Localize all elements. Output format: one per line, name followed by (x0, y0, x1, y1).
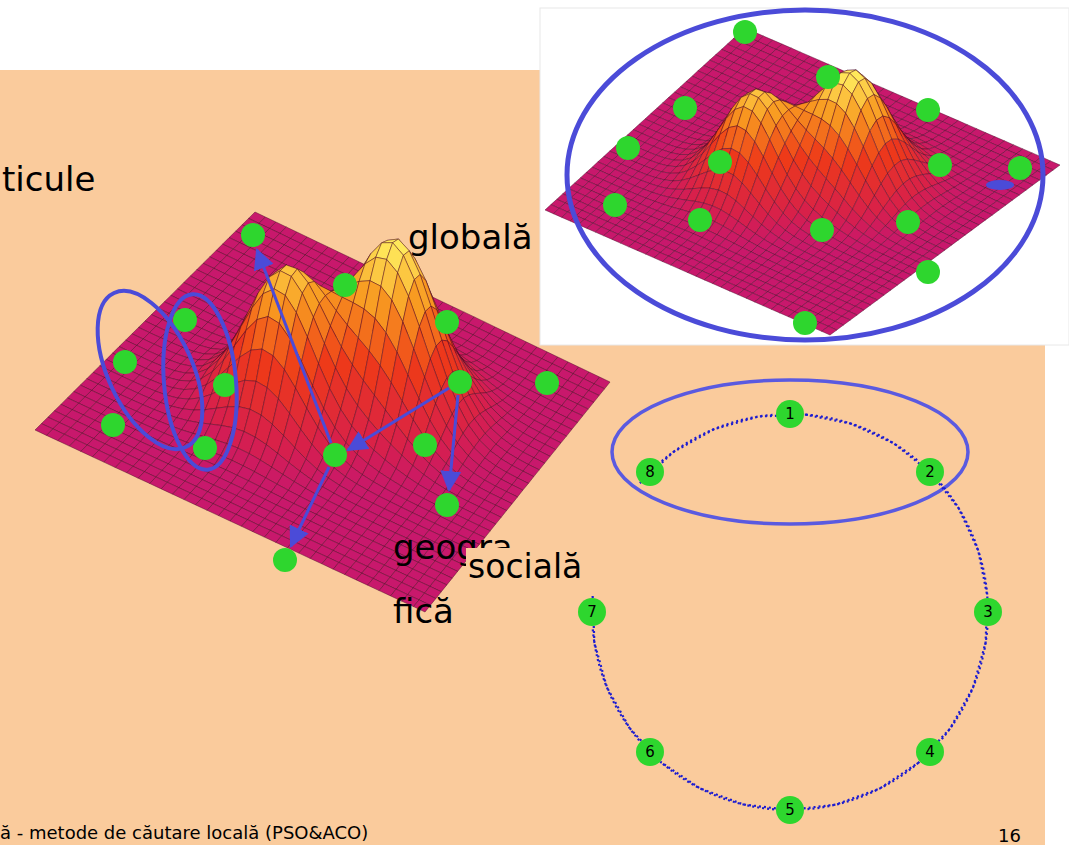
particle-node: 8 (636, 458, 664, 486)
surface-plot (545, 28, 1060, 335)
ring-link (593, 628, 639, 740)
node-number: 7 (587, 603, 597, 621)
ring-link (806, 763, 918, 810)
plot-background (540, 8, 1069, 345)
neighbour-arrows (257, 250, 458, 546)
topology-label: globală (408, 218, 533, 257)
node-number: 8 (645, 463, 655, 481)
node-number: 4 (925, 743, 935, 761)
particle-node: 2 (916, 458, 944, 486)
heading-fragment: ticule (2, 160, 95, 199)
particle-node: 3 (974, 598, 1002, 626)
node-number: 2 (925, 463, 935, 481)
node-number: 5 (785, 801, 795, 819)
particle-dots (101, 20, 1032, 572)
particle-node: 5 (776, 796, 804, 824)
ring-link (941, 628, 988, 740)
node-number: 1 (785, 405, 795, 423)
ring-link (593, 415, 988, 810)
topology-label: socială (466, 548, 584, 586)
ring-link (941, 484, 988, 596)
particle-node: 1 (776, 400, 804, 428)
marker-blob (986, 180, 1014, 190)
particle-node: 7 (578, 598, 606, 626)
surface-plot (35, 212, 610, 612)
ring-link (662, 415, 774, 462)
particle-node: 6 (636, 738, 664, 766)
neighbourhood-ellipse (612, 380, 968, 524)
neighbourhood-ellipse (567, 10, 1043, 340)
footer-text: ă - metode de căutare locală (PSO&ACO) (0, 823, 368, 844)
page-number: 16 (998, 826, 1021, 847)
ring-link (662, 763, 774, 810)
neighbourhood-ellipse (76, 275, 224, 465)
node-number: 6 (645, 743, 655, 761)
neighbourhood-ellipse (156, 291, 243, 473)
node-number: 3 (983, 603, 993, 621)
particle-node: 4 (916, 738, 944, 766)
ring-link (806, 415, 918, 461)
